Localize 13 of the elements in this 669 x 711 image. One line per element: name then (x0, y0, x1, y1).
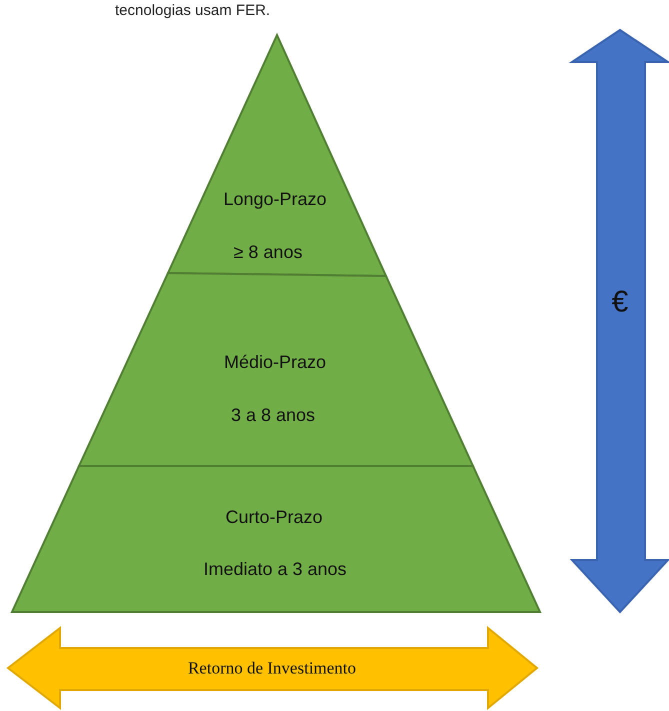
pyramid-tier (79, 273, 473, 466)
tier-duration: Imediato a 3 anos (203, 560, 347, 580)
arrow-label: Retorno de Investimento (188, 660, 356, 678)
pyramid-tier (12, 466, 540, 612)
double-arrow (8, 628, 537, 708)
tier-title: Médio-Prazo (224, 353, 326, 373)
text-fragment: tecnologias usam FER. (115, 2, 270, 19)
tier-duration: ≥ 8 anos (234, 243, 302, 263)
tier-duration: 3 a 8 anos (230, 406, 316, 426)
tier-title: Curto-Prazo (225, 508, 323, 528)
tier-title: Longo-Prazo (223, 190, 327, 210)
currency-symbol: € (612, 286, 628, 318)
pyramid-tier (168, 35, 386, 276)
